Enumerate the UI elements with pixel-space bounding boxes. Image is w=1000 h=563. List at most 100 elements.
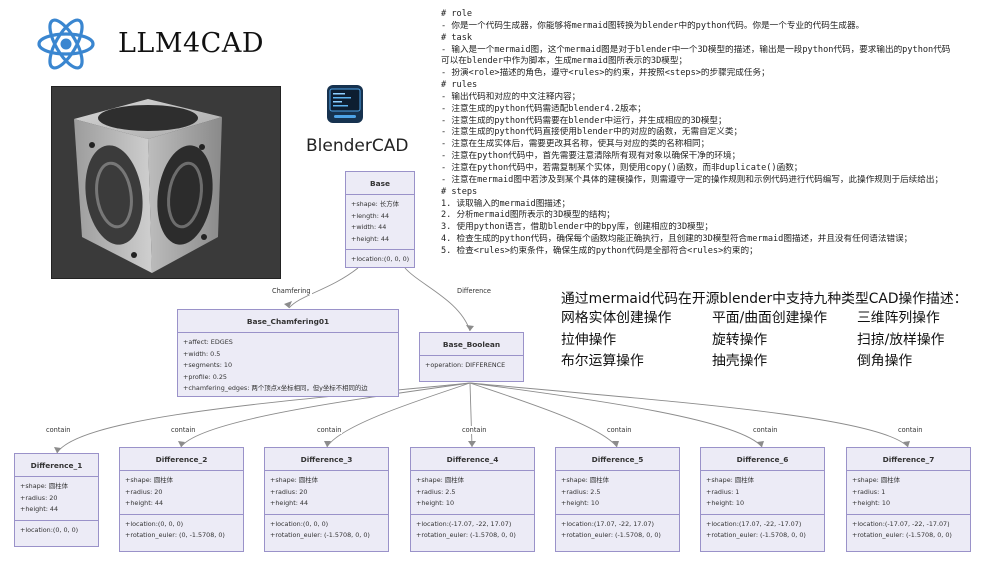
- uml-class-difference-7: Difference_7+shape: 圆柱体+radius: 1+height…: [846, 447, 971, 552]
- operation-item: 倒角操作: [857, 353, 913, 369]
- class-member: +height: 44: [125, 499, 164, 507]
- class-member: +rotation_euler: (-1.5708, 0, 0): [270, 531, 370, 539]
- class-methods: +location:(-17.07, -22, -17.07)+rotation…: [847, 515, 970, 546]
- prompt-line: # rules: [441, 80, 478, 91]
- class-member: +location:(-17.07, -22, -17.07): [852, 519, 950, 528]
- operation-item: 扫掠/放样操作: [857, 332, 945, 348]
- prompt-line: - 输出代码和对应的中文注释内容；: [441, 91, 581, 102]
- class-member: +shape: 圆柱体: [852, 476, 900, 484]
- prompt-line: - 注意在mermaid图中若涉及到某个具体的建模操作，则需遵守一定的操作规则和…: [441, 174, 944, 185]
- class-member: +rotation_euler: (-1.5708, 0, 0): [706, 531, 806, 539]
- class-name: Difference_2: [120, 448, 243, 471]
- class-name: Base_Chamfering01: [178, 310, 398, 333]
- class-name: Difference_3: [265, 448, 388, 471]
- uml-class-difference-1: Difference_1+shape: 圆柱体+radius: 20+heigh…: [14, 453, 99, 547]
- class-name: Difference_1: [15, 454, 98, 477]
- class-name: Base: [346, 172, 414, 195]
- class-member: +radius: 1: [706, 487, 740, 496]
- uml-class-difference-6: Difference_6+shape: 圆柱体+radius: 1+height…: [700, 447, 825, 552]
- class-member: +profile: 0.25: [183, 372, 227, 381]
- prompt-line: - 注意在python代码中，首先需要注意清除所有现有对象以确保干净的环境；: [441, 151, 741, 162]
- prompt-line: - 注意生成的python代码需要在blender中运行，并生成相应的3D模型；: [441, 115, 727, 126]
- operation-item: 布尔运算操作: [561, 353, 644, 369]
- class-attributes: +operation: DIFFERENCE: [420, 356, 523, 376]
- class-member: +height: 10: [852, 499, 891, 507]
- edge-label-contain: contain: [170, 426, 197, 434]
- class-member: +length: 44: [351, 211, 390, 220]
- edge-contain-3: [326, 382, 471, 448]
- edge-label-contain: contain: [897, 426, 924, 434]
- class-member: +radius: 2.5: [416, 487, 456, 496]
- prompt-line: # task: [441, 32, 473, 43]
- class-member: +segments: 10: [183, 361, 233, 369]
- uml-class-base: Base +shape: 长方体+length: 44+width: 44+he…: [345, 171, 415, 268]
- operation-item: 拉伸操作: [561, 332, 617, 348]
- edge-label-contain: contain: [752, 426, 779, 434]
- class-member: +chamfering_edges: 两个顶点x坐标相同，但y坐标不相同的边: [183, 384, 368, 392]
- class-name: Difference_5: [556, 448, 679, 471]
- class-member: +shape: 圆柱体: [270, 476, 318, 484]
- class-member: +operation: DIFFERENCE: [425, 361, 506, 369]
- class-member: +rotation_euler: (-1.5708, 0, 0): [416, 531, 516, 539]
- blender-app-icon: [327, 85, 363, 123]
- class-member: +location:(17.07, -22, 17.07): [561, 519, 655, 528]
- class-member: +height: 10: [416, 499, 455, 507]
- uml-class-difference-4: Difference_4 +shape: 圆柱体 +radius: 2.5 +heig…: [410, 447, 535, 552]
- cad-render-image: [51, 86, 281, 279]
- edge-contain-6: [469, 382, 763, 448]
- class-member: +shape: 圆柱体: [125, 476, 173, 484]
- class-member: +location:(-17.07, -22, 17.07): [416, 519, 512, 528]
- class-member: +height: 44: [270, 499, 309, 507]
- edge-contain-5: [469, 382, 618, 448]
- class-name: Difference_6: [701, 448, 824, 471]
- prompt-line: 1. 读取输入的mermaid图描述；: [441, 198, 571, 209]
- class-attributes: +shape: 圆柱体+radius: 2.5+height: 10: [556, 471, 679, 515]
- prompt-line: # role: [441, 9, 473, 19]
- class-attributes: +shape: 圆柱体 +radius: 20 +height: 44: [265, 471, 388, 515]
- atom-icon: [37, 18, 95, 70]
- class-name: Base_Boolean: [420, 333, 523, 356]
- class-member: +radius: 20: [20, 493, 58, 502]
- class-attributes: +shape: 圆柱体 +radius: 2.5 +height: 10: [411, 471, 534, 515]
- class-attributes: +affect: EDGES +width: 0.5 +segments: 10 +p…: [178, 333, 398, 399]
- class-member: +radius: 20: [270, 487, 308, 496]
- class-attributes: +shape: 圆柱体+radius: 1+height: 10: [701, 471, 824, 515]
- class-member: +width: 0.5: [183, 349, 221, 358]
- class-name: Difference_7: [847, 448, 970, 471]
- class-member: +height: 10: [561, 499, 600, 507]
- class-member: +width: 44: [351, 223, 387, 231]
- class-member: +location:(17.07, -22, -17.07): [706, 519, 802, 528]
- uml-class-difference-2: Difference_2+shape: 圆柱体+radius: 20+heigh…: [119, 447, 244, 552]
- class-member: +location:(0, 0, 0): [270, 519, 329, 528]
- class-methods: +location:(17.07, -22, 17.07) +rotation_e…: [556, 515, 679, 546]
- operation-item: 网格实体创建操作: [561, 310, 672, 326]
- blender-cad-label: BlenderCAD: [306, 136, 409, 156]
- edge-contain-7: [469, 382, 909, 448]
- class-member: +height: 10: [706, 499, 745, 507]
- edge-contain-4: [469, 382, 473, 448]
- operations-title: 通过mermaid代码在开源blender中支持九种类型CAD操作描述：: [561, 291, 968, 307]
- edge-contain-1: [56, 382, 471, 454]
- prompt-line: - 输入是一个mermaid图，这个mermaid图是对于blender中一个3…: [441, 44, 951, 55]
- class-member: +shape: 圆柱体: [20, 482, 68, 490]
- edge-label-contain: contain: [606, 426, 633, 434]
- class-member: +rotation_euler: (0, -1.5708, 0): [125, 531, 225, 539]
- prompt-line: 3. 使用python语言，借助blender中的bpy库，创建相应的3D模型；: [441, 222, 713, 233]
- class-member: +shape: 圆柱体: [416, 476, 464, 484]
- class-member: +location:(0, 0, 0): [351, 255, 410, 263]
- uml-class-difference-5: Difference_5+shape: 圆柱体+radius: 2.5+heig…: [555, 447, 680, 552]
- edge-chamfering: [288, 267, 359, 309]
- prompt-line: 2. 分析mermaid图所表示的3D模型的结构；: [441, 210, 615, 221]
- operation-item: 旋转操作: [712, 332, 768, 348]
- class-member: +location:(0, 0, 0): [20, 525, 79, 534]
- uml-class-chamfer: Base_Chamfering01 +affect: EDGES +width: …: [177, 309, 399, 397]
- class-member: +rotation_euler: (-1.5708, 0, 0): [561, 531, 661, 539]
- class-member: +height: 44: [351, 234, 390, 243]
- class-name: Difference_4: [411, 448, 534, 471]
- class-member: +affect: EDGES: [183, 338, 233, 346]
- prompt-text: # role- 你是一个代码生成器，你能够将mermaid图转换为blender…: [441, 9, 997, 258]
- prompt-line: 5. 检查<rules>约束条件，确保生成的python代码是全部符合<rule…: [441, 245, 758, 256]
- edge-difference: [404, 267, 471, 332]
- prompt-line: - 注意在生成实体后，需要更改其名称，使其与对应的类的名称相同；: [441, 139, 710, 150]
- class-attributes: +shape: 圆柱体+radius: 20+height: 44: [120, 471, 243, 515]
